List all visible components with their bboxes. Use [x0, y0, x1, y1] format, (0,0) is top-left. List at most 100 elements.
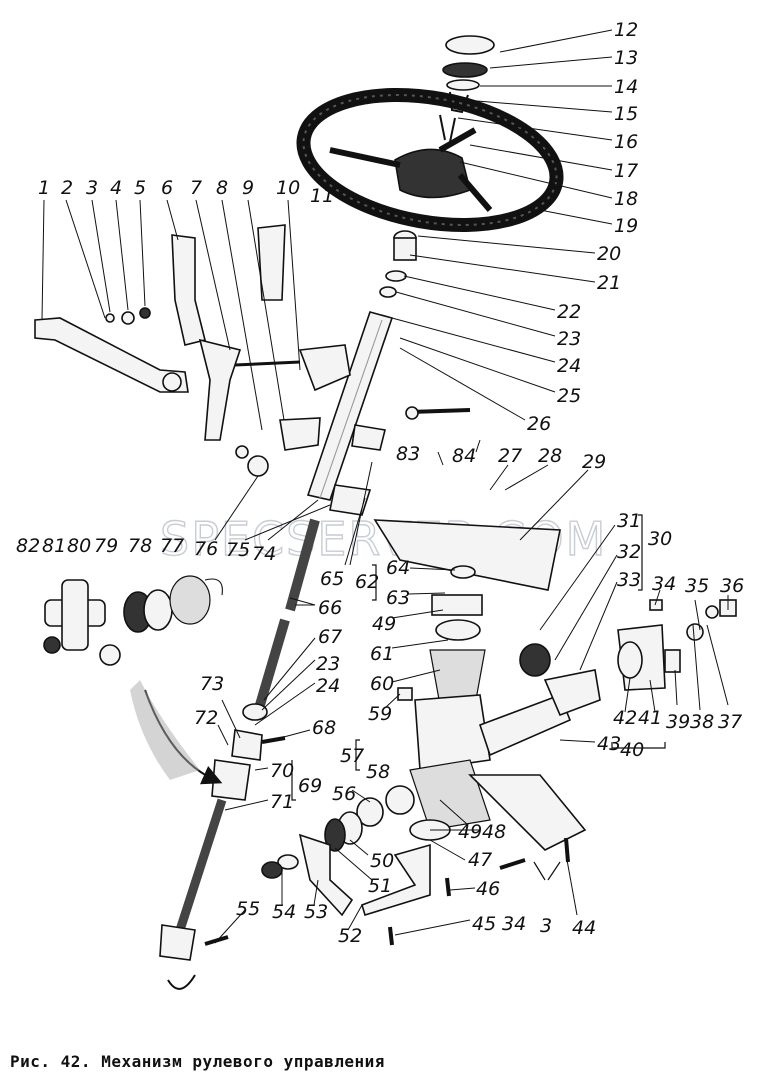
callout-17: 17	[614, 160, 638, 182]
callout-24: 24	[557, 355, 581, 377]
callout-54: 54	[272, 901, 296, 923]
callout-36: 36	[720, 575, 744, 597]
callout-3-lower: 3	[540, 915, 552, 937]
callout-48: 48	[482, 821, 506, 843]
callout-49-lower: 49	[458, 821, 482, 843]
callout-80: 80	[67, 535, 91, 557]
callout-22: 22	[557, 301, 581, 323]
callout-64: 64	[386, 557, 410, 579]
callout-73: 73	[200, 673, 224, 695]
callout-61: 61	[370, 643, 394, 665]
callout-60: 60	[370, 673, 394, 695]
callout-66: 66	[318, 597, 342, 619]
callout-70: 70	[270, 760, 294, 782]
callout-56: 56	[332, 783, 356, 805]
callout-16: 16	[614, 131, 638, 153]
callout-68: 68	[312, 717, 336, 739]
pitman-arm-group	[261, 797, 384, 917]
callout-3: 3	[86, 177, 98, 199]
callout-76: 76	[194, 538, 218, 560]
callout-12: 12	[614, 19, 638, 41]
callout-numbers: 1 2 3 4 5 6 7 8 9 10 11 12 13 14 15 16 1…	[16, 19, 744, 947]
callout-32: 32	[617, 541, 641, 563]
callout-46: 46	[476, 878, 500, 900]
callout-30: 30	[648, 528, 672, 550]
callout-28: 28	[538, 445, 562, 467]
callout-7: 7	[190, 177, 202, 199]
steering-column	[306, 230, 417, 516]
callout-77: 77	[160, 535, 184, 557]
steering-gear-box	[361, 519, 601, 917]
callout-57: 57	[340, 745, 364, 767]
callout-4: 4	[110, 177, 122, 199]
callout-11: 11	[310, 185, 334, 207]
callout-84: 84	[452, 445, 476, 467]
side-cover-assembly	[617, 599, 737, 691]
callout-34: 34	[652, 573, 676, 595]
callout-43: 43	[597, 733, 621, 755]
callout-21: 21	[597, 272, 621, 294]
callout-79: 79	[94, 535, 118, 557]
callout-23-lower: 23	[316, 653, 340, 675]
universal-joint-assembly	[43, 575, 223, 666]
callout-49-upper: 49	[372, 613, 396, 635]
callout-50: 50	[370, 850, 394, 872]
callout-81: 81	[42, 535, 66, 557]
callout-65: 65	[320, 568, 344, 590]
callout-74: 74	[252, 543, 276, 565]
callout-6: 6	[161, 177, 173, 199]
callout-39: 39	[666, 711, 690, 733]
callout-35: 35	[685, 575, 709, 597]
group-brackets	[291, 514, 666, 881]
callout-24-lower: 24	[316, 675, 340, 697]
callout-37: 37	[718, 711, 742, 733]
steering-wheel	[296, 88, 564, 232]
callout-14: 14	[614, 76, 638, 98]
callout-41: 41	[638, 707, 662, 729]
callout-75: 75	[226, 539, 250, 561]
callout-9: 9	[242, 177, 254, 199]
callout-20: 20	[597, 243, 621, 265]
callout-71: 71	[270, 791, 294, 813]
callout-62: 62	[355, 571, 379, 593]
callout-33: 33	[617, 569, 641, 591]
horn-button-assembly	[439, 35, 495, 143]
figure-caption: Рис. 42. Механизм рулевого управления	[10, 1052, 385, 1071]
callout-83: 83	[396, 443, 420, 465]
leader-lines	[41, 29, 729, 944]
callout-45: 45	[472, 913, 496, 935]
callout-53: 53	[304, 901, 328, 923]
callout-67: 67	[318, 626, 342, 648]
callout-63: 63	[386, 587, 410, 609]
callout-82: 82	[16, 535, 40, 557]
callout-31: 31	[617, 510, 641, 532]
callout-13: 13	[614, 47, 638, 69]
callout-23: 23	[557, 328, 581, 350]
callout-55: 55	[236, 898, 260, 920]
callout-26: 26	[527, 413, 551, 435]
callout-29: 29	[582, 451, 606, 473]
callout-51: 51	[368, 875, 392, 897]
callout-34-lower: 34	[502, 913, 526, 935]
callout-18: 18	[614, 188, 638, 210]
callout-27: 27	[498, 445, 522, 467]
callout-19: 19	[614, 215, 638, 237]
callout-40: 40	[620, 739, 644, 761]
callout-10: 10	[276, 177, 300, 199]
callout-25: 25	[557, 385, 581, 407]
callout-52: 52	[338, 925, 362, 947]
callout-38: 38	[690, 711, 714, 733]
callout-58: 58	[366, 761, 390, 783]
callout-72: 72	[194, 707, 218, 729]
callout-1: 1	[38, 177, 50, 199]
steering-linkage-left	[34, 224, 351, 477]
callout-2: 2	[61, 177, 73, 199]
callout-69: 69	[298, 775, 322, 797]
callout-47: 47	[468, 849, 492, 871]
callout-8: 8	[216, 177, 228, 199]
bolt-26	[405, 406, 471, 420]
callout-15: 15	[614, 103, 638, 125]
callout-59: 59	[368, 703, 392, 725]
callout-44: 44	[572, 917, 596, 939]
